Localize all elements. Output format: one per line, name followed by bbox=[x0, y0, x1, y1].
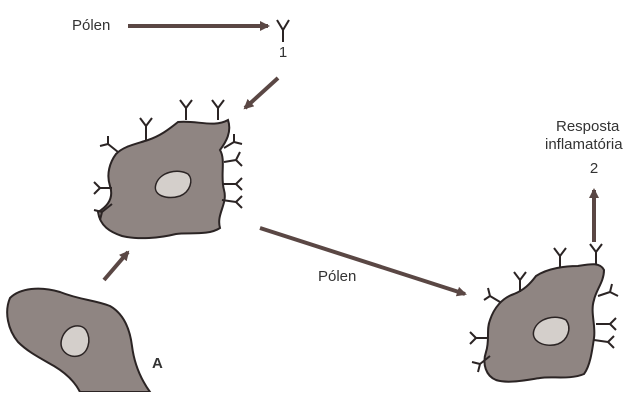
step-1-label: 1 bbox=[276, 44, 290, 61]
pollen-to-activated-cell-arrow bbox=[260, 228, 465, 294]
sensitized-mast-cell bbox=[94, 100, 242, 238]
antibody-to-mastcell-arrow bbox=[245, 78, 278, 108]
pollen-label-top: Pólen bbox=[72, 17, 110, 34]
step-2-label: 2 bbox=[588, 160, 600, 177]
free-antibody-icon bbox=[277, 20, 289, 42]
pollen-label-mid: Pólen bbox=[318, 268, 356, 285]
cell-a-to-mastcell-arrow bbox=[104, 252, 128, 280]
cell-a bbox=[7, 289, 150, 392]
cell-a-label: A bbox=[152, 355, 163, 372]
response-label-line1: Resposta bbox=[556, 118, 619, 135]
activated-mast-cell bbox=[470, 244, 618, 382]
response-label-line2: inflamatória bbox=[545, 136, 623, 153]
